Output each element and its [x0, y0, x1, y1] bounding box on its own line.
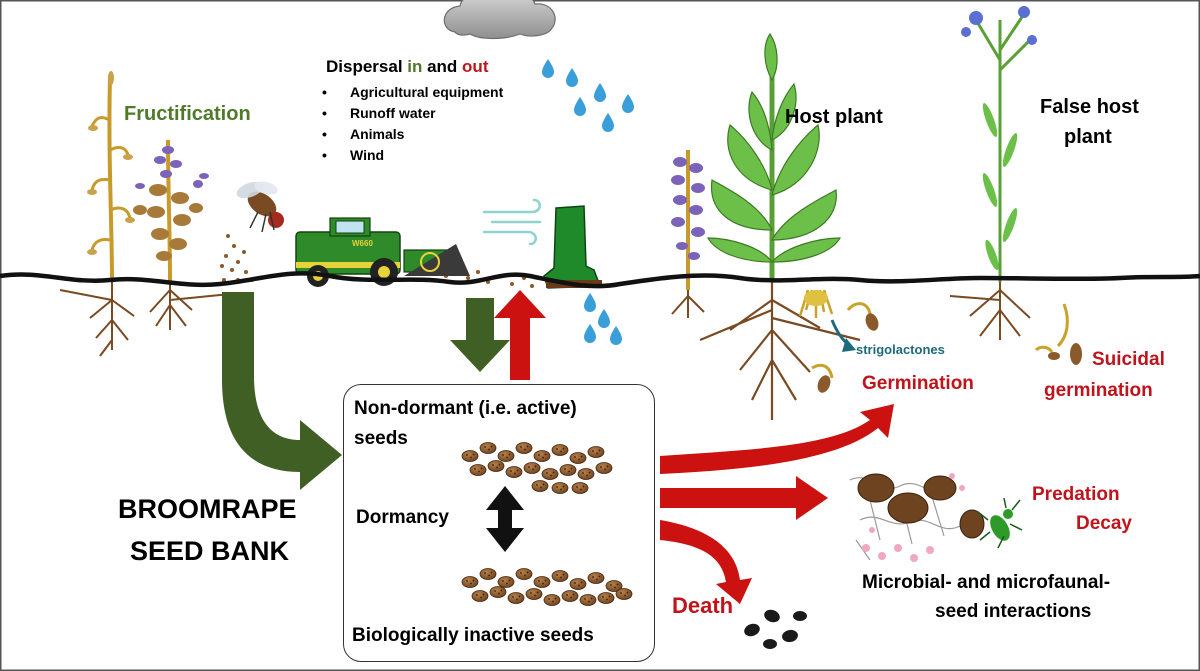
death-arrow [660, 520, 752, 604]
non-dormant-label-line1: Non-dormant (i.e. active) [354, 398, 577, 419]
predation-arrow [660, 476, 828, 520]
predation-label: Predation [1032, 484, 1120, 505]
dispersal-title: Dispersal in and out [326, 57, 488, 77]
dispersal-in-word: in [407, 57, 423, 76]
combine-harvester-icon: W660 [295, 217, 470, 287]
non-dormant-label-line2: seeds [354, 428, 408, 449]
germination-label: Germination [862, 373, 974, 394]
seed-bank-box [343, 384, 655, 662]
suicidal-germination-line1: Suicidal [1092, 349, 1165, 370]
suicidal-germination-line2: germination [1044, 380, 1153, 401]
dispersal-and-word: and [422, 57, 463, 76]
dispersal-out-arrow [494, 290, 546, 380]
fly-icon [236, 181, 284, 233]
decay-label: Decay [1076, 513, 1132, 534]
dead-seeds [744, 609, 807, 649]
host-plant-label: Host plant [785, 106, 883, 128]
seed-bank-title-line2: SEED BANK [130, 536, 290, 566]
germination-arrow [660, 404, 894, 474]
rain-drops-icon [542, 59, 634, 345]
dispersal-agent-item: Agricultural equipment [320, 82, 503, 103]
inactive-seeds-label: Biologically inactive seeds [352, 625, 594, 646]
dispersal-prefix: Dispersal [326, 57, 408, 76]
strigolactones-label: strigolactones [856, 342, 945, 357]
attached-broomrape-tubercles [798, 289, 879, 393]
microbial-predation-icon [849, 473, 1023, 562]
fructification-label: Fructification [124, 103, 251, 125]
dispersal-agent-item: Animals [320, 124, 503, 145]
false-host-label-line1: False host [1040, 96, 1139, 118]
dormancy-label: Dormancy [356, 507, 449, 528]
death-label: Death [672, 593, 734, 618]
seed-input-arrow [222, 292, 342, 490]
soil-surface-line [0, 271, 1200, 289]
dormancy-double-arrow [486, 486, 524, 552]
dispersal-agent-item: Wind [320, 145, 503, 166]
microbial-interactions-line2: seed interactions [935, 601, 1092, 622]
dispersal-out-word: out [462, 57, 489, 76]
broomrape-flowering-plant-icon [671, 150, 705, 318]
host-plant-icon [699, 32, 861, 420]
rain-cloud-icon [443, 0, 556, 40]
dispersal-agents-list: Agricultural equipment Runoff water Anim… [320, 82, 503, 166]
dispersal-in-arrow [450, 298, 510, 372]
harvester-badge: W660 [352, 239, 373, 248]
wind-icon [482, 198, 542, 246]
microbial-interactions-line1: Microbial- and microfaunal- [862, 572, 1111, 593]
beetle-icon [977, 497, 1023, 549]
rubber-boot-icon [543, 205, 602, 289]
seed-bank-title-line1: BROOMRAPE [118, 494, 297, 524]
false-host-plant-icon [949, 6, 1082, 365]
dispersal-agent-item: Runoff water [320, 103, 503, 124]
broomrape-fruiting-plant-icon [59, 71, 231, 357]
false-host-label-line2: plant [1064, 126, 1112, 148]
